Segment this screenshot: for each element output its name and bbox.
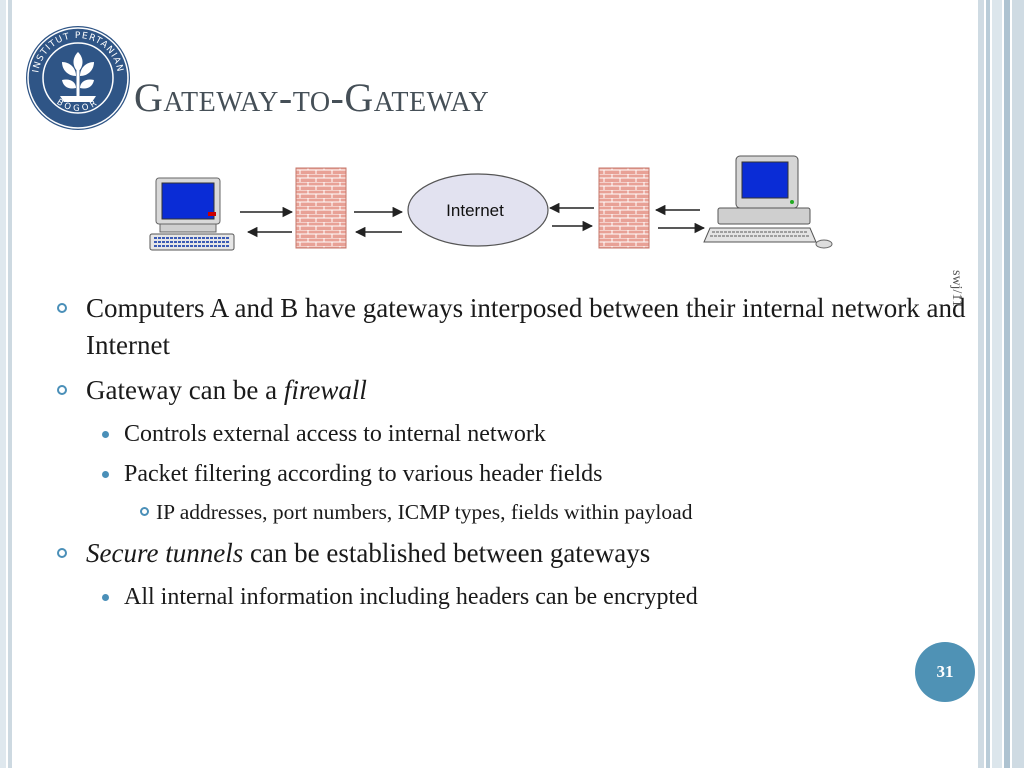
sub-bullet-item: Packet filtering according to various he… xyxy=(52,457,972,491)
network-diagram: Internet xyxy=(149,155,833,251)
bullet-item: Computers A and B have gateways interpos… xyxy=(52,290,972,364)
svg-text:Internet: Internet xyxy=(446,201,504,220)
firewall-right-icon xyxy=(598,167,650,249)
bullet-item: Gateway can be a firewall xyxy=(52,372,972,409)
firewall-left-icon xyxy=(295,167,347,249)
bullet-item: Secure tunnels can be established betwee… xyxy=(52,535,972,572)
right-edge-decoration xyxy=(978,0,1024,768)
slide-number-badge: 31 xyxy=(915,642,975,702)
slide-title: Gateway-to-Gateway xyxy=(134,75,490,120)
left-edge-decoration xyxy=(0,0,14,768)
computer-b-icon xyxy=(703,155,833,249)
sub-sub-bullet-item: IP addresses, port numbers, ICMP types, … xyxy=(52,497,972,527)
computer-a-icon xyxy=(149,177,235,251)
sub-bullet-item: Controls external access to internal net… xyxy=(52,417,972,451)
bullet-list: Computers A and B have gateways interpos… xyxy=(52,290,972,620)
sub-bullet-item: All internal information including heade… xyxy=(52,580,972,614)
internet-cloud-icon xyxy=(407,173,549,247)
university-logo: INSTITUT PERTANIAN BOGOR xyxy=(26,26,130,130)
